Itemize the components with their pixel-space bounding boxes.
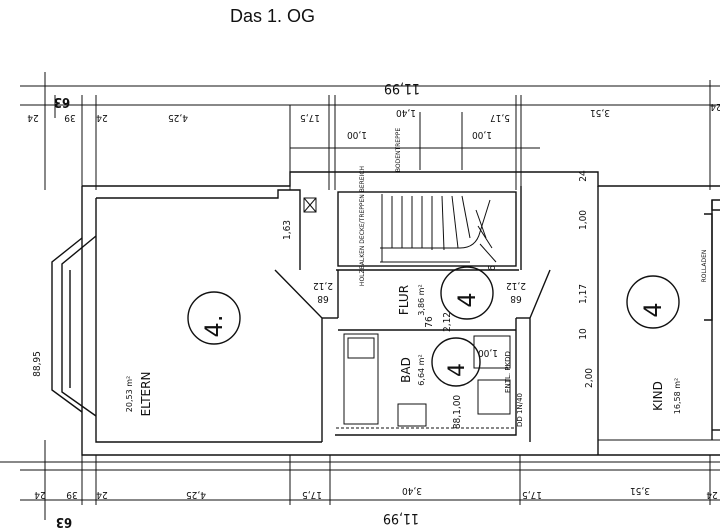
top-left-dimension: 63	[54, 94, 70, 109]
svg-text:3,51: 3,51	[630, 485, 650, 496]
svg-text:24: 24	[706, 489, 718, 500]
svg-text:2,12: 2,12	[313, 280, 333, 291]
flur-room-number: 4	[453, 292, 481, 307]
eltern-room-area: 20,53 m²	[125, 376, 134, 412]
bad-room-number: 4	[445, 363, 470, 377]
svg-text:24: 24	[34, 489, 46, 500]
svg-text:6: 6	[487, 265, 498, 271]
svg-text:68: 68	[317, 293, 329, 304]
eltern-room-name: ELTERN	[139, 372, 153, 417]
eltern-room-number: 4.	[200, 315, 228, 338]
svg-text:24: 24	[27, 112, 39, 123]
svg-text:17,5: 17,5	[300, 112, 320, 123]
svg-text:24: 24	[710, 101, 720, 112]
hall-wall-right	[529, 269, 551, 442]
top-total-dimension: 11,99	[384, 80, 420, 96]
svg-text:1,40: 1,40	[396, 107, 416, 118]
svg-text:5,17: 5,17	[490, 112, 510, 123]
page-title: Das 1. OG	[230, 6, 316, 26]
svg-text:1,17: 1,17	[578, 284, 589, 304]
bad-room-circle	[431, 337, 481, 387]
svg-text:1,00: 1,00	[347, 129, 367, 140]
svg-text:1,63: 1,63	[282, 220, 293, 240]
stair-note-2: BODENTREPPE	[395, 128, 402, 172]
svg-text:39: 39	[64, 112, 76, 123]
svg-text:24: 24	[96, 489, 108, 500]
eltern-room-circle	[187, 291, 241, 345]
staircase	[303, 194, 497, 263]
bath-fixtures	[336, 333, 516, 429]
wc	[477, 379, 511, 415]
flur-room-circle	[440, 266, 494, 320]
svg-text:39: 39	[66, 489, 78, 500]
svg-text:88,95: 88,95	[32, 351, 43, 377]
svg-text:4,25: 4,25	[168, 112, 188, 123]
svg-text:4,25: 4,25	[186, 489, 206, 500]
rollladen-label: ROLLADEN	[701, 250, 708, 283]
svg-text:10: 10	[578, 328, 589, 340]
svg-text:68: 68	[510, 293, 522, 304]
bad-room-area: 6,64 m²	[417, 354, 426, 385]
bad-room-name: BAD	[399, 357, 413, 383]
eltern-inner-wall	[95, 198, 322, 443]
flur-room-area: 3,86 m²	[417, 284, 426, 315]
bottom-total-dimension: 11,99	[383, 510, 419, 526]
svg-text:2,12: 2,12	[442, 312, 453, 332]
svg-text:2,12: 2,12	[506, 280, 526, 291]
bathtub	[343, 333, 379, 425]
flur-room-name: FLUR	[397, 285, 411, 315]
washbasin	[397, 403, 427, 427]
kind-room-name: KIND	[651, 381, 665, 411]
exterior-wall-top-outer	[82, 171, 720, 187]
kind-room-area: 16,58 m²	[673, 378, 682, 414]
kind-room-circle	[626, 275, 680, 329]
svg-text:3,40: 3,40	[402, 485, 422, 496]
svg-text:76: 76	[424, 316, 435, 328]
hall-wall-left	[274, 269, 323, 442]
exterior-wall-top-inner	[96, 189, 301, 270]
bottom-left-dimension: 63	[56, 514, 72, 529]
vent-label: ENTL. PKDD	[504, 351, 512, 393]
svg-text:24: 24	[96, 112, 108, 123]
svg-text:88,1,00: 88,1,00	[452, 395, 463, 430]
svg-text:3,51: 3,51	[590, 107, 610, 118]
svg-text:1,00: 1,00	[578, 210, 589, 230]
kind-room-number: 4	[639, 302, 667, 317]
exterior-wall-bottom-outer	[81, 186, 720, 456]
svg-text:1,00: 1,00	[472, 129, 492, 140]
svg-text:17,5: 17,5	[302, 489, 322, 500]
svg-text:24: 24	[578, 170, 589, 182]
shower	[473, 335, 511, 369]
stair-note: HOLZBALKEN DECKE/TREPPEN BEREICH	[359, 166, 366, 286]
svg-text:2,00: 2,00	[584, 368, 595, 388]
vent-label-2: DD 1N/40	[516, 393, 524, 427]
svg-text:17,5: 17,5	[522, 489, 542, 500]
svg-text:1,00: 1,00	[478, 347, 498, 358]
